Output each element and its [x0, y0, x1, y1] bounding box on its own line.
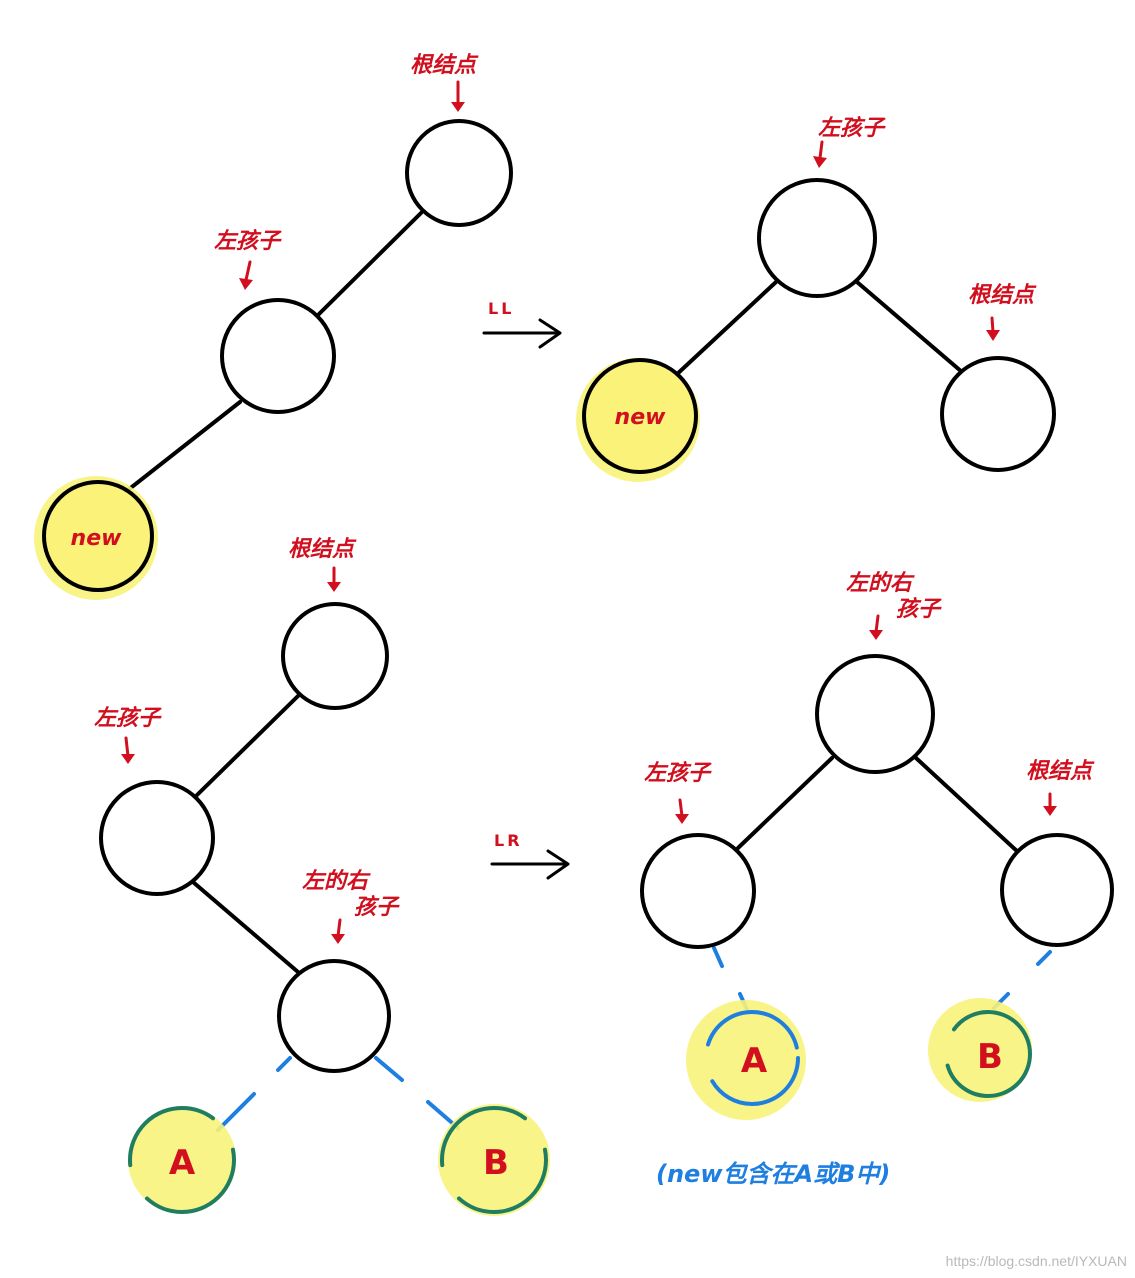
left-child-annotation: 左孩子: [644, 760, 712, 786]
dash-to-subtree-a: [712, 946, 724, 968]
dash-to-subtree-a: [276, 1056, 292, 1072]
lr-operation: LR: [490, 831, 570, 880]
edge-root-old-root: [855, 280, 964, 374]
edge-root-right: [914, 756, 1020, 854]
root-annotation: 根结点: [410, 53, 479, 78]
lr-after-root-node: [815, 654, 935, 774]
edge-root-left: [316, 211, 423, 317]
dash-to-subtree-b: [374, 1056, 404, 1082]
left-child-pointer-arrow: [678, 798, 684, 818]
ll-before-tree: new 根结点 左孩子: [34, 53, 513, 600]
edge-left-new: [126, 400, 242, 492]
ll-before-left-node: [220, 298, 336, 414]
root-annotation: 根结点: [288, 537, 357, 562]
lr-before-root-node: [281, 602, 389, 710]
root-pointer-arrowhead: [1043, 806, 1057, 816]
lr-before-left-node: [99, 780, 215, 896]
left-child-annotation: 左孩子: [818, 115, 886, 141]
left-right-child-annotation-line2: 孩子: [896, 596, 942, 622]
lr-before-tree: A B 根结点 左孩子 左的右 孩子: [94, 537, 550, 1216]
left-child-pointer-arrowhead: [813, 156, 827, 168]
subtree-a-label: A: [741, 1041, 768, 1081]
ll-after-old-root-node: [940, 356, 1056, 472]
lr-operation-label: LR: [494, 831, 523, 850]
edge-root-left: [736, 756, 834, 850]
subtree-b-label: B: [483, 1143, 509, 1183]
left-right-child-annotation-line2: 孩子: [354, 894, 400, 920]
subtree-a-ring: [704, 1010, 800, 1106]
root-pointer-arrowhead: [327, 582, 341, 592]
left-child-annotation: 左孩子: [214, 228, 282, 254]
ll-arrow-head: [538, 318, 562, 349]
subtree-b-ring: [440, 1106, 548, 1214]
subtree-b-label: B: [977, 1037, 1003, 1077]
edge-root-left: [193, 694, 300, 799]
subtree-a-highlight: [128, 1106, 236, 1214]
new-location-note: (new包含在A或B中): [656, 1160, 890, 1188]
left-child-annotation: 左孩子: [94, 705, 162, 731]
lr-arrow-head: [546, 849, 570, 880]
lr-before-left-right-node: [277, 959, 391, 1073]
edge-left-leftright: [191, 880, 300, 974]
left-child-pointer-arrowhead: [675, 814, 689, 824]
left-child-pointer-arrow: [124, 736, 130, 758]
ll-after-root-node: [757, 178, 877, 298]
ll-after-tree: new 左孩子 根结点: [576, 115, 1056, 482]
lr-after-tree: A B 左的右 孩子 左孩子 根结点: [640, 570, 1114, 1120]
lr-after-left-node: [640, 833, 756, 949]
ll-operation: LL: [482, 299, 562, 349]
subtree-a-label: A: [169, 1143, 196, 1183]
root-annotation: 根结点: [968, 283, 1037, 308]
left-right-child-annotation-line1: 左的右: [846, 570, 915, 596]
edge-root-new: [673, 280, 778, 378]
dash-to-subtree-a: [216, 1092, 256, 1132]
left-child-pointer-arrow: [244, 260, 252, 282]
ll-after-new-node: [582, 358, 698, 474]
left-right-child-pointer-arrowhead: [869, 630, 883, 640]
root-pointer-arrowhead: [986, 330, 1000, 341]
left-child-pointer-arrowhead: [121, 754, 135, 764]
left-right-child-pointer-arrow: [336, 918, 342, 938]
left-child-pointer-arrow: [818, 140, 824, 160]
new-node-label: new: [615, 405, 667, 430]
ll-before-new-node: [42, 480, 154, 592]
new-node-label: new: [71, 526, 123, 551]
left-right-child-annotation-line1: 左的右: [302, 868, 371, 894]
left-right-child-pointer-arrow: [874, 614, 880, 634]
lr-after-right-node: [1000, 833, 1114, 947]
left-right-child-pointer-arrowhead: [331, 934, 345, 944]
watermark: https://blog.csdn.net/IYXUAN: [946, 1253, 1127, 1269]
ll-operation-label: LL: [488, 299, 514, 318]
root-pointer-arrow: [990, 316, 995, 334]
dash-to-subtree-b: [1036, 950, 1052, 966]
subtree-b-highlight: [438, 1104, 550, 1216]
subtree-b-ring: [944, 1010, 1032, 1098]
ll-before-root-node: [405, 119, 513, 227]
left-child-pointer-arrowhead: [239, 278, 253, 290]
root-pointer-arrowhead: [451, 102, 465, 112]
root-annotation: 根结点: [1026, 759, 1095, 784]
subtree-a-ring: [128, 1106, 236, 1214]
